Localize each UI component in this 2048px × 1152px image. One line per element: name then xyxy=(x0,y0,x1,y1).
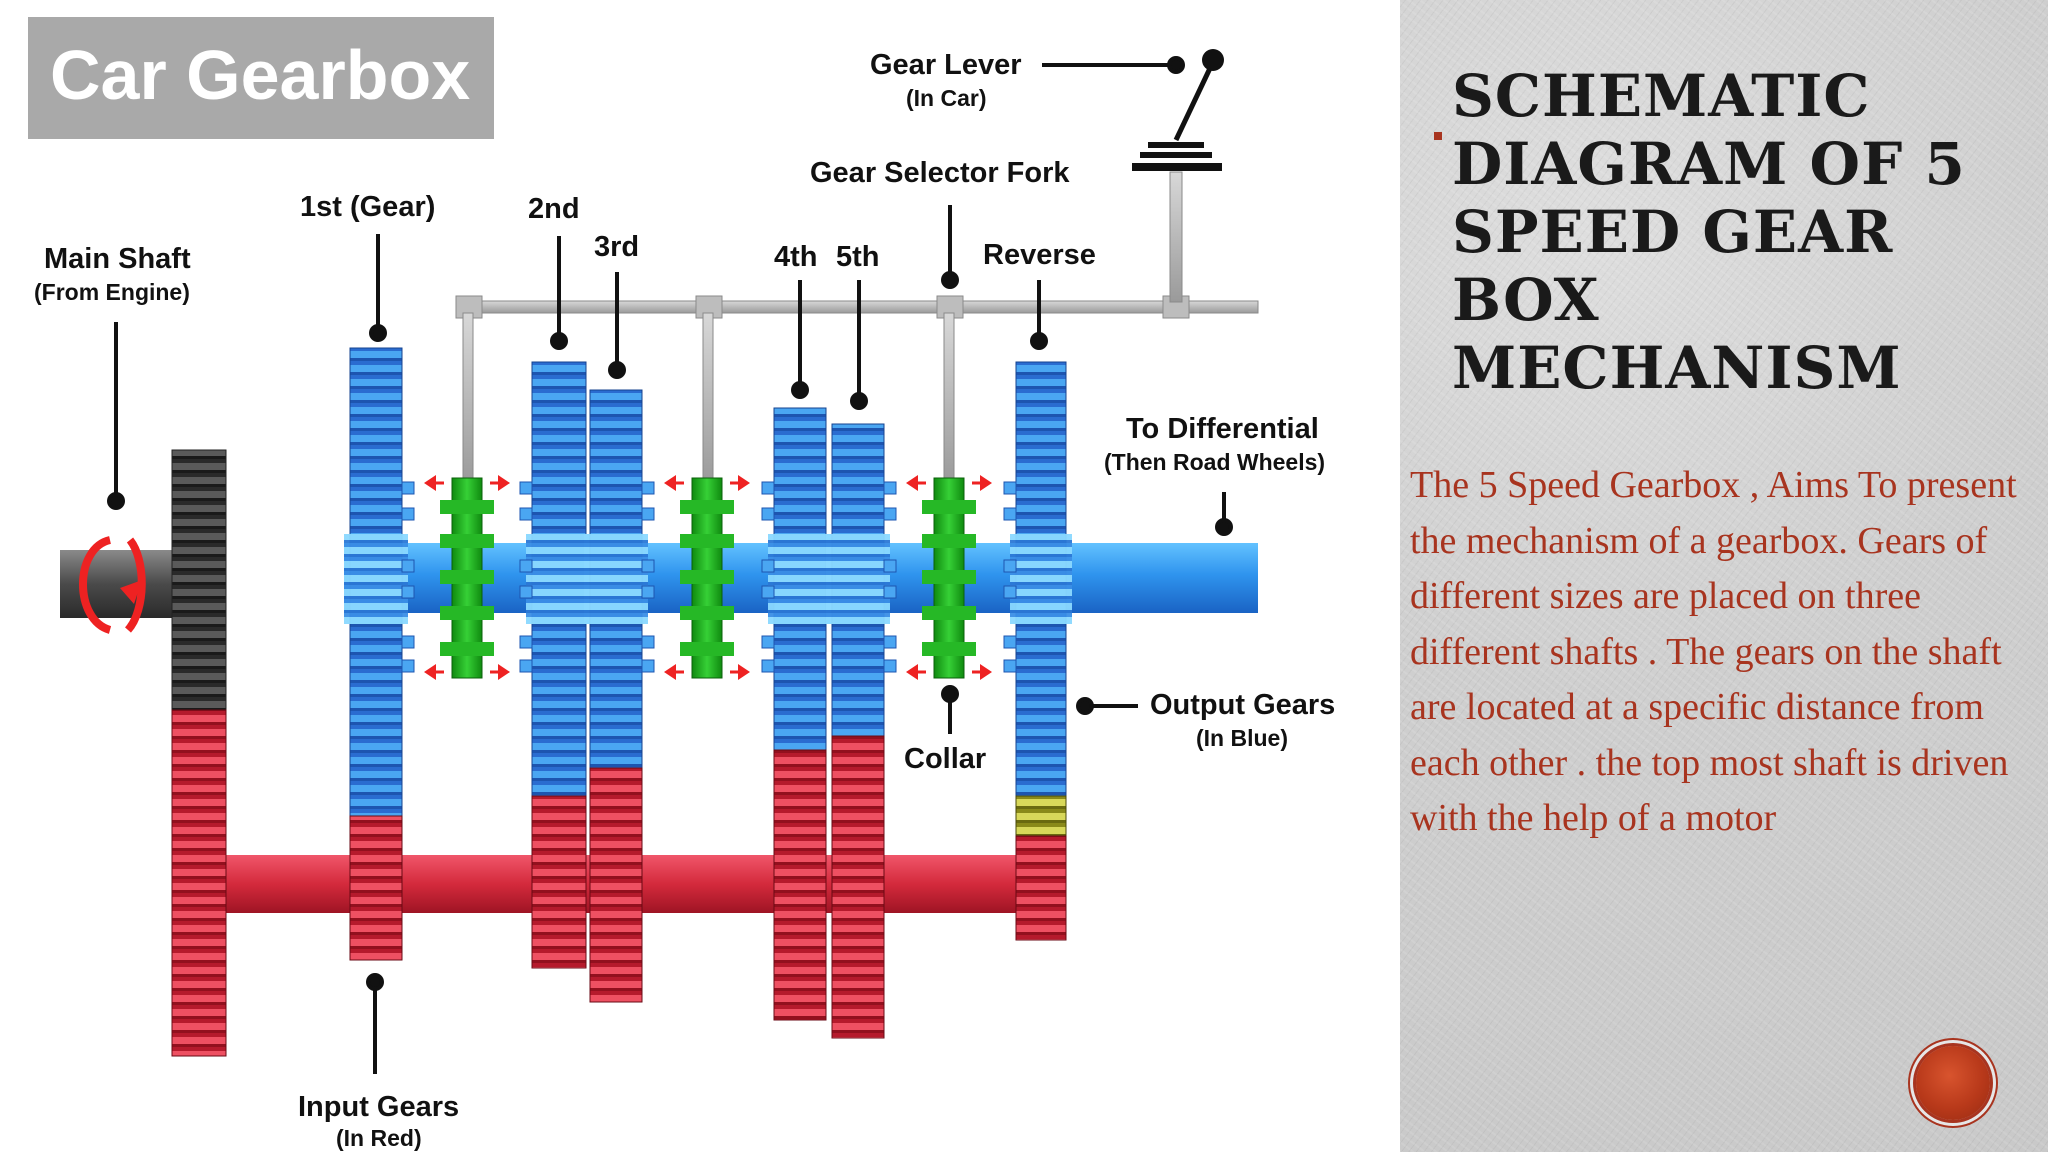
title-badge-text: Car Gearbox xyxy=(50,36,470,114)
collar-2 xyxy=(680,477,734,679)
label-2nd-gear: 2nd xyxy=(528,193,580,225)
gear-reverse-idler xyxy=(1015,795,1067,837)
rotation-arrow-icon xyxy=(79,536,146,634)
gear-3rd-input xyxy=(589,767,643,1003)
collar-3 xyxy=(922,477,976,679)
gear-1st-output-hub xyxy=(344,534,408,624)
label-gear-selector-fork: Gear Selector Fork xyxy=(810,157,1070,189)
gear-4th-input xyxy=(773,749,827,1021)
label-main-shaft-sub: (From Engine) xyxy=(34,279,190,305)
gear-4th-output-hub xyxy=(768,534,832,624)
label-to-differential: To Differential xyxy=(1126,413,1319,445)
gear-lever-icon xyxy=(1132,49,1224,171)
fork-rod-2 xyxy=(702,312,714,484)
main-shaft xyxy=(60,550,182,618)
fork-rod-3 xyxy=(943,312,955,484)
next-slide-button[interactable] xyxy=(1916,1046,1990,1120)
label-output-gears: Output Gears xyxy=(1150,689,1335,721)
gear-3rd-output-hub xyxy=(584,534,648,624)
slide-body-text: The 5 Speed Gearbox , Aims To present th… xyxy=(1410,464,2017,839)
gear-2nd-output-hub xyxy=(526,534,592,624)
gear-5th-input xyxy=(831,735,885,1039)
gear-5th-output-hub xyxy=(826,534,890,624)
label-gear-lever-sub: (In Car) xyxy=(906,85,987,111)
lever-rod xyxy=(1169,171,1183,303)
label-input-gears: Input Gears xyxy=(298,1091,459,1123)
label-1st-gear: 1st (Gear) xyxy=(300,191,435,223)
label-input-gears-sub: (In Red) xyxy=(336,1125,422,1151)
collar-1 xyxy=(440,477,494,679)
label-main-shaft: Main Shaft xyxy=(44,243,191,275)
slide-side-panel xyxy=(1400,0,2048,1152)
label-reverse: Reverse xyxy=(983,239,1096,271)
dog-teeth xyxy=(401,481,1017,673)
gearbox-diagram: Car Gearbox xyxy=(28,17,1336,1151)
title-badge xyxy=(28,17,494,139)
slide-title: Schematic Diagram of 5 Speed Gear Box Me… xyxy=(1452,62,1966,402)
gear-reverse-input xyxy=(1015,835,1067,941)
label-3rd-gear: 3rd xyxy=(594,231,639,263)
main-gear-top xyxy=(171,449,227,711)
label-4th-gear: 4th xyxy=(774,241,818,273)
gear-1st-input xyxy=(349,815,403,961)
leader-lines xyxy=(107,56,1233,1074)
label-5th-gear: 5th xyxy=(836,241,880,273)
gear-2nd-input xyxy=(531,795,587,969)
label-to-differential-sub: (Then Road Wheels) xyxy=(1104,449,1325,475)
fork-rod-1 xyxy=(462,312,474,484)
label-gear-lever: Gear Lever xyxy=(870,49,1022,81)
gear-reverse-output-hub xyxy=(1010,534,1072,624)
label-collar: Collar xyxy=(904,743,986,775)
label-output-gears-sub: (In Blue) xyxy=(1196,725,1288,751)
title-bullet-icon xyxy=(1434,132,1442,140)
shift-arrow-icons xyxy=(424,475,992,680)
main-gear-bottom xyxy=(171,709,227,1057)
